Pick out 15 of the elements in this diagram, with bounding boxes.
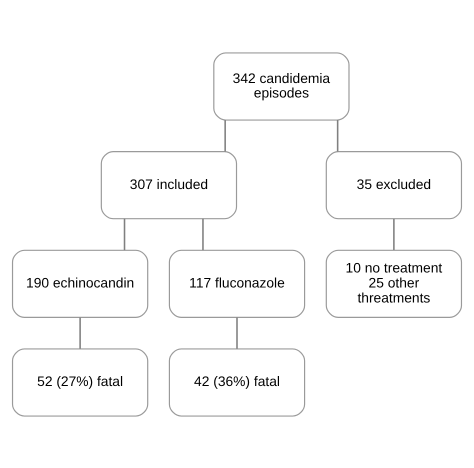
connector <box>393 218 395 250</box>
connector <box>124 218 126 250</box>
node-box: 42 (36%) fatal <box>168 348 306 416</box>
node-box: 117 fluconazole <box>168 249 306 318</box>
connector <box>202 218 204 250</box>
node-box: 10 no treatment 25 other threatments <box>326 249 462 318</box>
node-box: 342 candidemia episodes <box>213 52 350 120</box>
connector <box>336 120 338 151</box>
node-box: 35 excluded <box>326 150 462 219</box>
connector <box>236 317 238 348</box>
node-box: 190 echinocandin <box>12 249 148 318</box>
connector <box>79 317 81 348</box>
connector <box>224 120 226 151</box>
node-box: 307 included <box>100 150 238 219</box>
node-box: 52 (27%) fatal <box>12 348 148 416</box>
